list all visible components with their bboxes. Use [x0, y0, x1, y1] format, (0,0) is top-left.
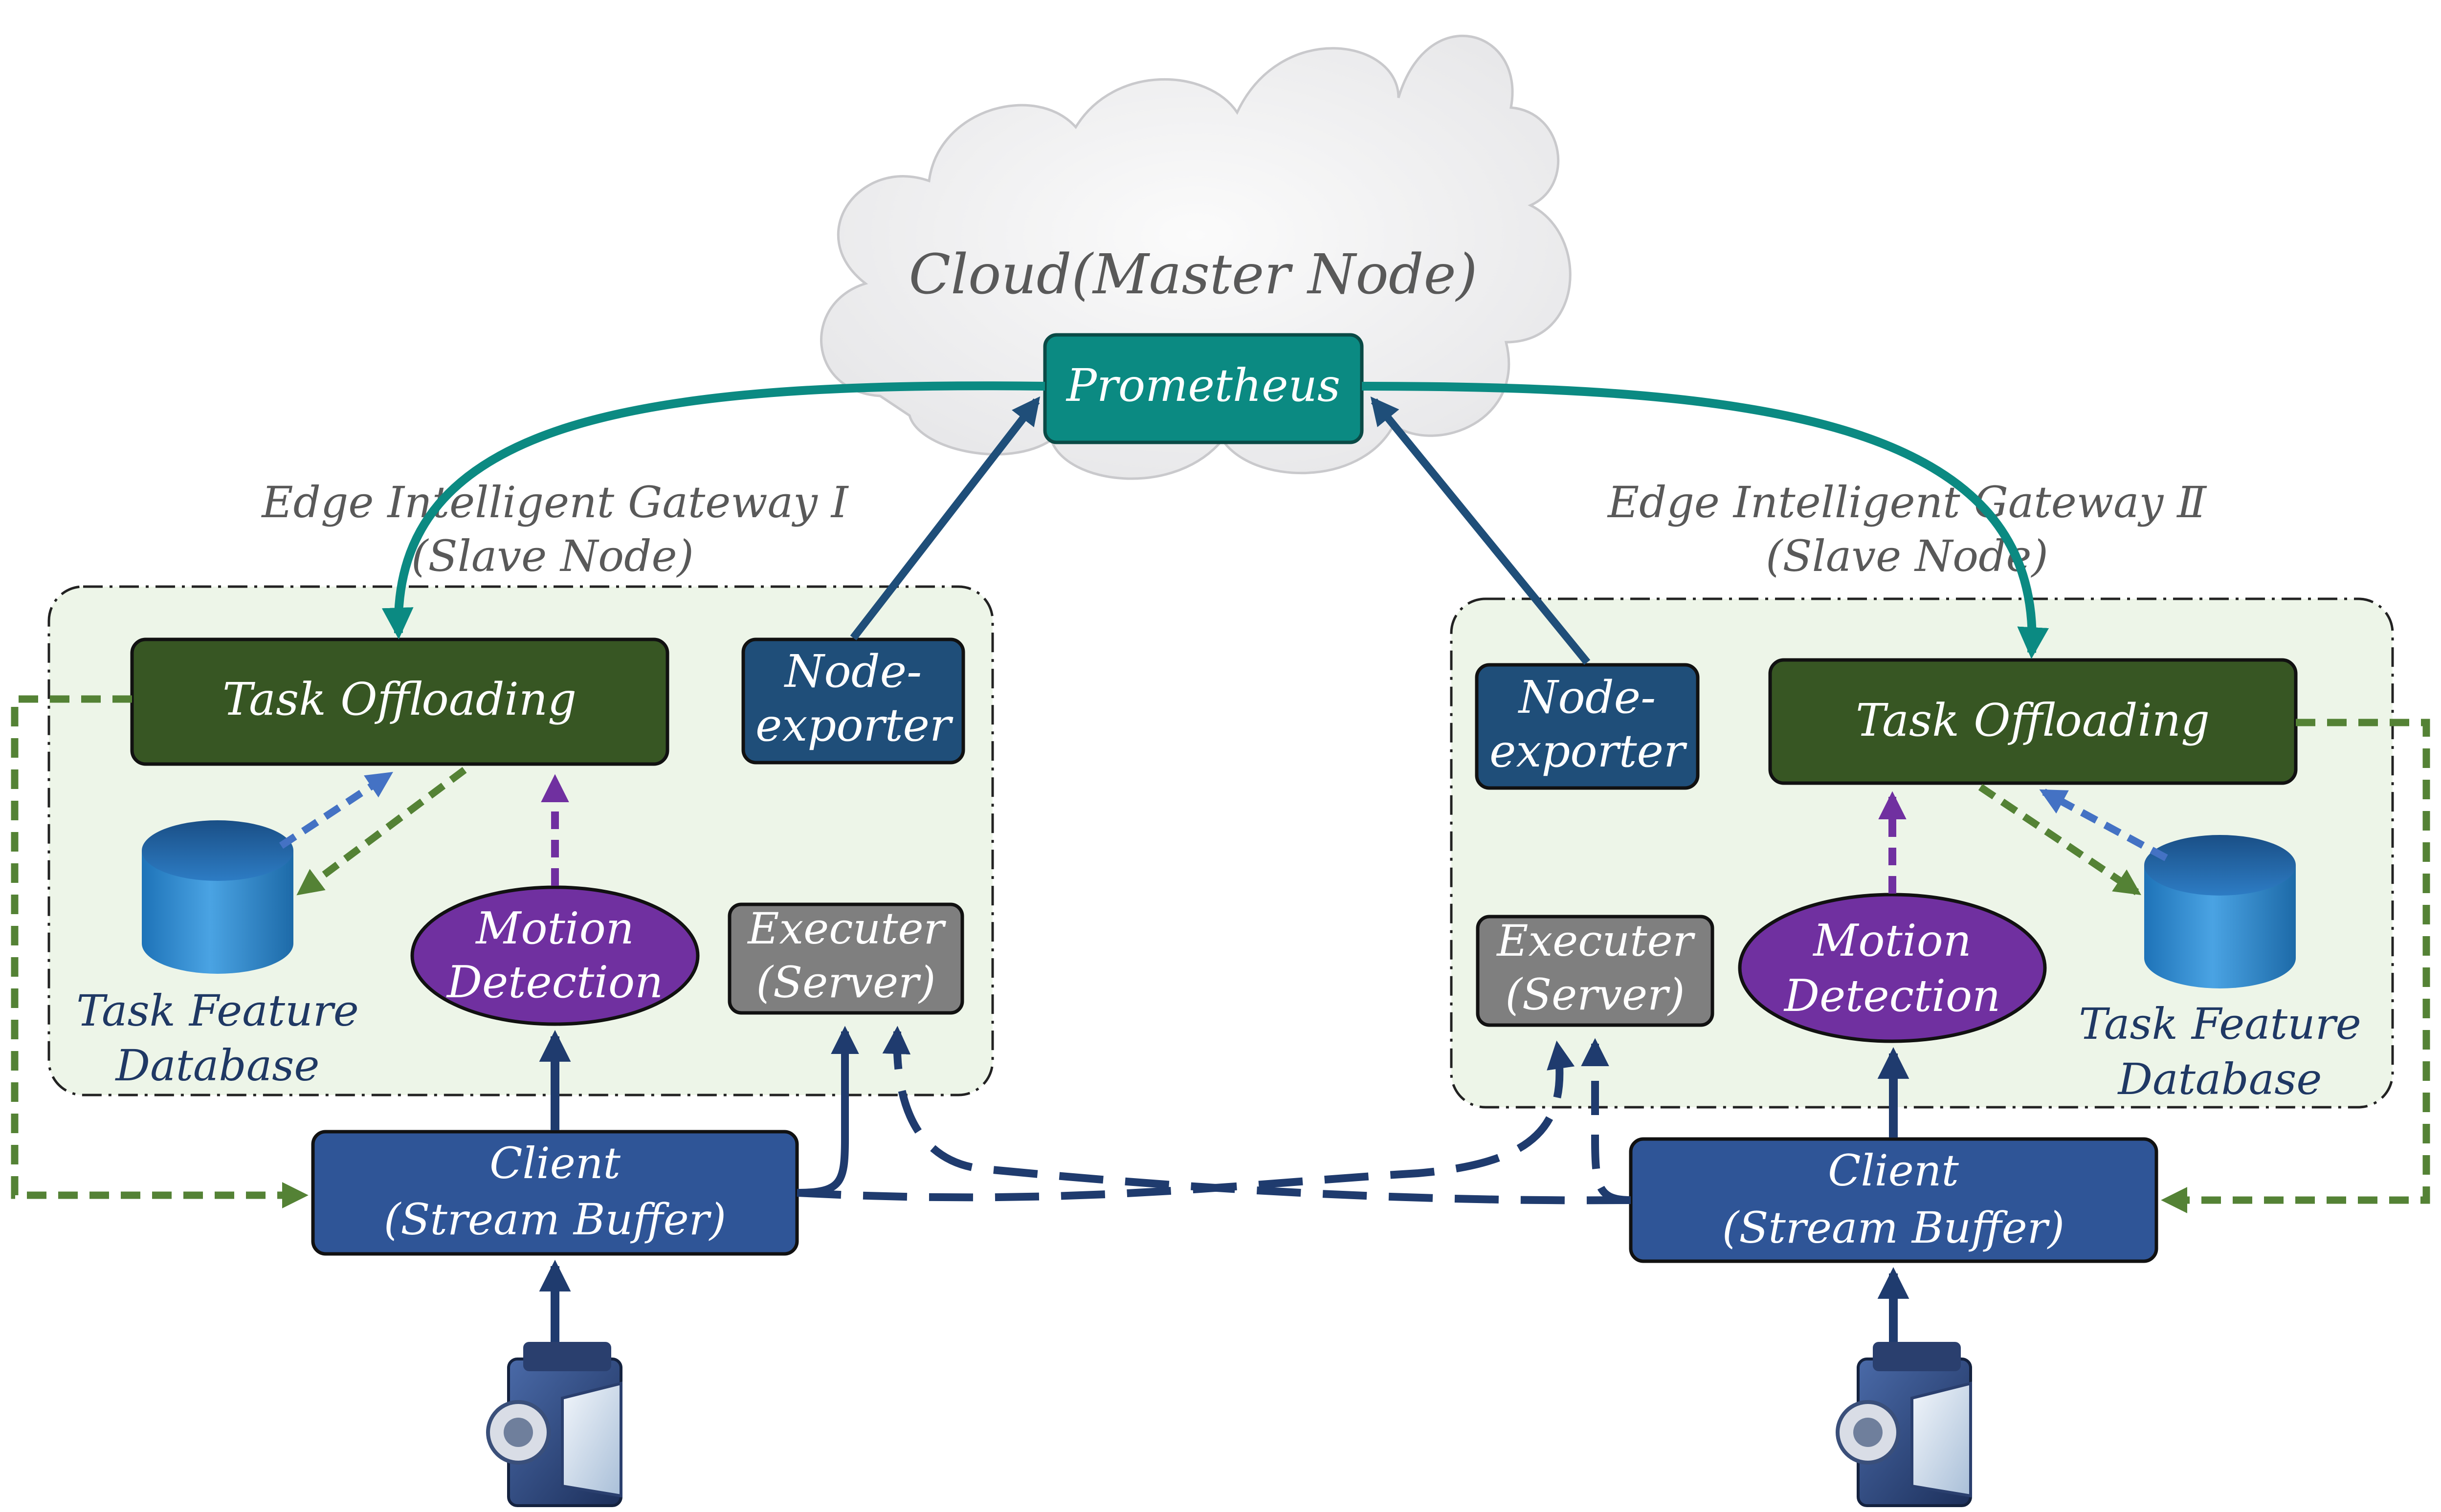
motion-detection-ellipse-1[interactable]: Motion Detection — [410, 885, 700, 1026]
task-offloading-box-2[interactable]: Task Offloading — [1768, 658, 2298, 785]
client-label-1a: Client — [489, 1138, 621, 1188]
executer-box-1[interactable]: Executer (Server) — [728, 902, 964, 1015]
task-offloading-box-1[interactable]: Task Offloading — [130, 637, 669, 766]
gateway-1-subtitle: (Slave Node) — [411, 531, 694, 581]
executer-box-2[interactable]: Executer (Server) — [1476, 915, 1714, 1027]
arrow-db-1-to-task-1 — [279, 771, 394, 849]
database-label-2a: Task Feature — [2079, 999, 2361, 1049]
node-exporter-box-2[interactable]: Node- exporter — [1475, 663, 1700, 790]
node-exporter-box-1[interactable]: Node- exporter — [741, 637, 965, 765]
motion-detection-label-2b: Detection — [1783, 970, 2000, 1022]
arrow-db-2-to-task-2 — [2039, 789, 2168, 861]
gateway-2-subtitle: (Slave Node) — [1766, 531, 2048, 581]
green-dashed-loop-2 — [2161, 719, 2430, 1213]
gateway-2-title: Edge Intelligent Gateway Ⅱ — [1607, 477, 2207, 527]
node-exporter-label-2b: exporter — [1489, 725, 1687, 777]
node-exporter-label-2a: Node- — [1518, 671, 1656, 723]
motion-detection-label-1a: Motion — [475, 903, 634, 954]
arrow-task-2-to-db-2 — [1978, 784, 2141, 896]
cloud-title: Cloud(Master Node) — [909, 243, 1478, 307]
teal-arrow-prometheus-to-task-1 — [381, 381, 1045, 639]
motion-detection-label-1b: Detection — [446, 957, 663, 1008]
database-label-1a: Task Feature — [76, 986, 359, 1036]
prometheus-box[interactable]: Prometheus — [1043, 333, 1364, 444]
teal-arrow-prometheus-to-task-2 — [1361, 382, 2049, 659]
arrow-task-1-to-db-1 — [296, 767, 467, 896]
node-exporter-label-1b: exporter — [755, 699, 954, 751]
client-label-2a: Client — [1828, 1145, 1959, 1196]
arrow-node-exporter-2-to-prometheus — [1370, 396, 1591, 665]
gateway-1-title: Edge Intelligent Gateway Ⅰ — [261, 477, 849, 527]
motion-detection-label-2a: Motion — [1812, 915, 1971, 966]
prometheus-label: Prometheus — [1065, 359, 1340, 412]
client-box-2[interactable]: Client (Stream Buffer) — [1629, 1137, 2158, 1263]
executer-label-1b: (Server) — [756, 957, 936, 1008]
camera-icon-1 — [486, 1342, 622, 1507]
executer-label-2a: Executer — [1496, 916, 1695, 966]
executer-label-2b: (Server) — [1506, 969, 1685, 1020]
client-label-2b: (Stream Buffer) — [1722, 1203, 2064, 1253]
client-label-1b: (Stream Buffer) — [384, 1194, 726, 1245]
executer-label-1a: Executer — [747, 903, 946, 954]
database-label-1b: Database — [115, 1040, 320, 1091]
database-icon-1 — [142, 820, 293, 974]
client-box-1[interactable]: Client (Stream Buffer) — [311, 1130, 799, 1256]
task-offloading-label-1: Task Offloading — [222, 673, 577, 725]
green-dashed-loop-1 — [11, 695, 309, 1208]
camera-icon-2 — [1836, 1342, 1972, 1507]
task-offloading-label-2: Task Offloading — [1856, 694, 2210, 746]
arrow-client-1-to-executer-2 — [797, 1040, 1575, 1202]
arrow-client-2-to-executer-1 — [882, 1026, 1631, 1205]
motion-detection-ellipse-2[interactable]: Motion Detection — [1738, 893, 2047, 1043]
node-exporter-label-1a: Node- — [784, 645, 922, 698]
database-icon-2 — [2144, 835, 2296, 988]
arrow-node-exporter-1-to-prometheus — [850, 396, 1041, 640]
database-label-2b: Database — [2117, 1054, 2322, 1104]
